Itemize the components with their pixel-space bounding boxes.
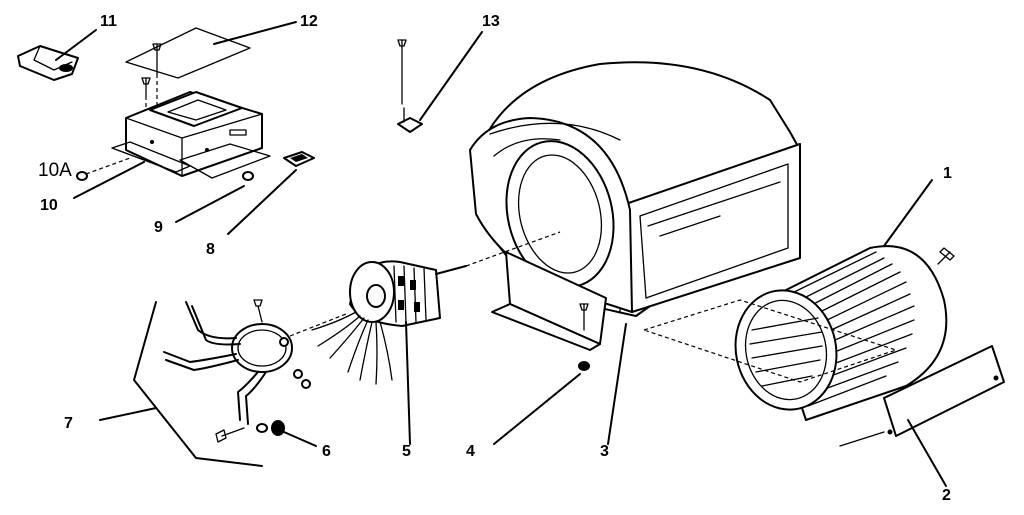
leader-5 bbox=[405, 321, 411, 445]
callout-9: 9 bbox=[154, 219, 163, 236]
part-1-blower-wheel bbox=[734, 245, 955, 421]
leader-13 bbox=[419, 31, 483, 121]
leader-7 bbox=[99, 407, 157, 421]
wheel-projection bbox=[642, 299, 898, 383]
leader-8 bbox=[227, 169, 297, 235]
callout-8: 8 bbox=[206, 241, 215, 258]
part-8-terminal-block bbox=[283, 151, 315, 167]
callout-10: 10 bbox=[40, 197, 58, 214]
leader-2 bbox=[907, 419, 947, 487]
leader-1 bbox=[883, 179, 933, 247]
callout-4: 4 bbox=[466, 443, 475, 460]
part-13-bracket bbox=[397, 39, 423, 133]
part-10a-grommet bbox=[76, 171, 88, 181]
callout-12: 12 bbox=[300, 13, 318, 30]
callout-1: 1 bbox=[943, 165, 952, 182]
leader-11 bbox=[55, 29, 97, 61]
leader-9 bbox=[175, 185, 245, 223]
leader-4 bbox=[493, 373, 581, 445]
part-6-nut bbox=[256, 420, 285, 436]
callout-10a: 10A bbox=[38, 160, 72, 181]
callout-2: 2 bbox=[942, 487, 951, 504]
leader-10 bbox=[73, 161, 145, 199]
callout-5: 5 bbox=[402, 443, 411, 460]
callout-7: 7 bbox=[64, 415, 73, 432]
part-5-motor bbox=[311, 231, 561, 385]
part-2-cutoff-plate bbox=[839, 345, 1005, 447]
callout-11: 11 bbox=[100, 13, 117, 30]
part-12-cover-plate bbox=[125, 27, 251, 79]
callout-3: 3 bbox=[600, 443, 609, 460]
part-9-grommet bbox=[242, 171, 254, 181]
part-9-junction-box bbox=[111, 91, 271, 179]
part-7-motor-mount bbox=[163, 299, 347, 443]
callout-13: 13 bbox=[482, 13, 500, 30]
leader-6 bbox=[283, 431, 317, 447]
leader-3 bbox=[607, 323, 627, 445]
part-7-grouping-bracket bbox=[133, 301, 263, 467]
part-4-motor-mount-bracket bbox=[491, 251, 607, 371]
callout-6: 6 bbox=[322, 443, 331, 460]
part-3-blower-housing bbox=[469, 61, 801, 317]
leader-12 bbox=[213, 21, 297, 45]
